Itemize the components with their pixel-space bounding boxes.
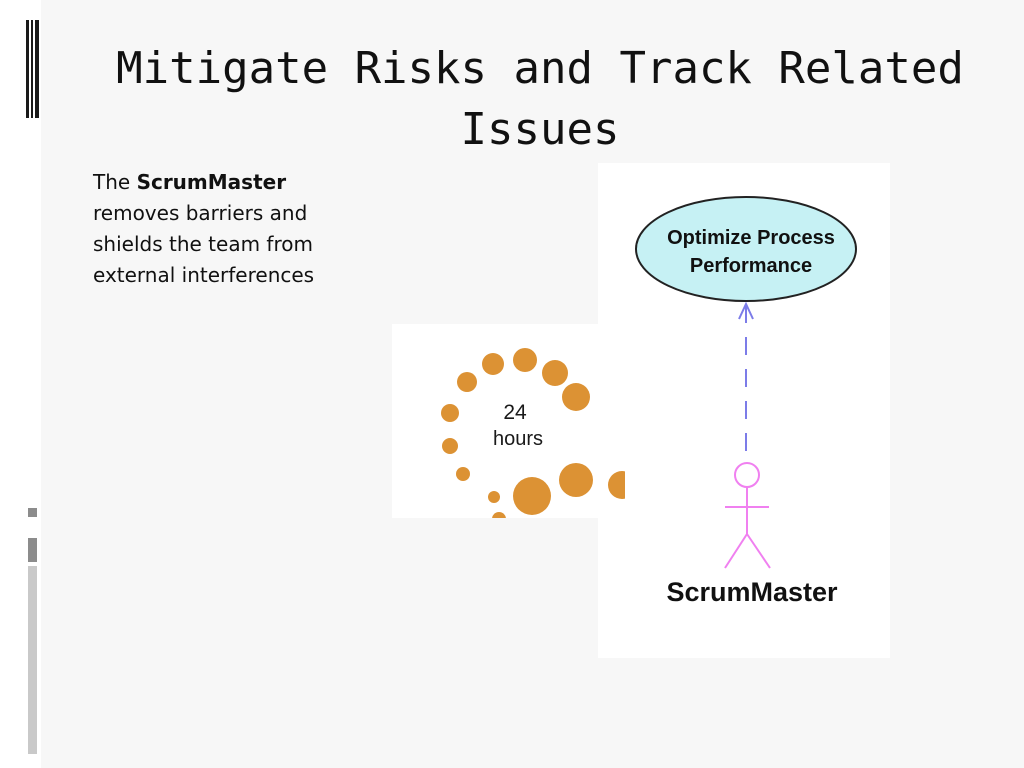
body-text: The ScrumMaster removes barriers and shi… <box>93 167 353 291</box>
use-case-ellipse <box>635 196 857 302</box>
use-case-diagram: Optimize Process Performance ScrumMaster <box>598 163 890 658</box>
clock-dots <box>441 348 625 518</box>
slide-title: Mitigate Risks and Track Related Issues <box>116 43 964 155</box>
deco-bar <box>28 508 37 517</box>
body-text-role: ScrumMaster <box>136 170 287 194</box>
deco-bar <box>28 538 37 562</box>
deco-bar <box>28 566 37 754</box>
actor-label: ScrumMaster <box>666 577 838 607</box>
clock-unit: hours <box>493 428 543 450</box>
use-case-label-line2: Performance <box>690 255 812 277</box>
body-text-prefix: The <box>93 170 137 194</box>
body-text-rest: removes barriers and shields the team fr… <box>93 201 315 287</box>
use-case-diagram-svg: Optimize Process Performance ScrumMaster <box>635 196 857 607</box>
deco-bar <box>31 20 33 118</box>
clock-number: 24 <box>503 401 527 424</box>
twenty-four-hours-svg: 24 hours <box>441 348 625 518</box>
deco-bar <box>26 20 29 118</box>
twenty-four-hours-graphic: 24 hours <box>392 324 625 518</box>
dependency-arrow-head <box>738 301 754 320</box>
use-case-label-line1: Optimize Process <box>667 227 835 249</box>
left-decorative-strip <box>0 0 41 768</box>
actor-figure <box>724 462 771 569</box>
deco-bar <box>35 20 39 118</box>
